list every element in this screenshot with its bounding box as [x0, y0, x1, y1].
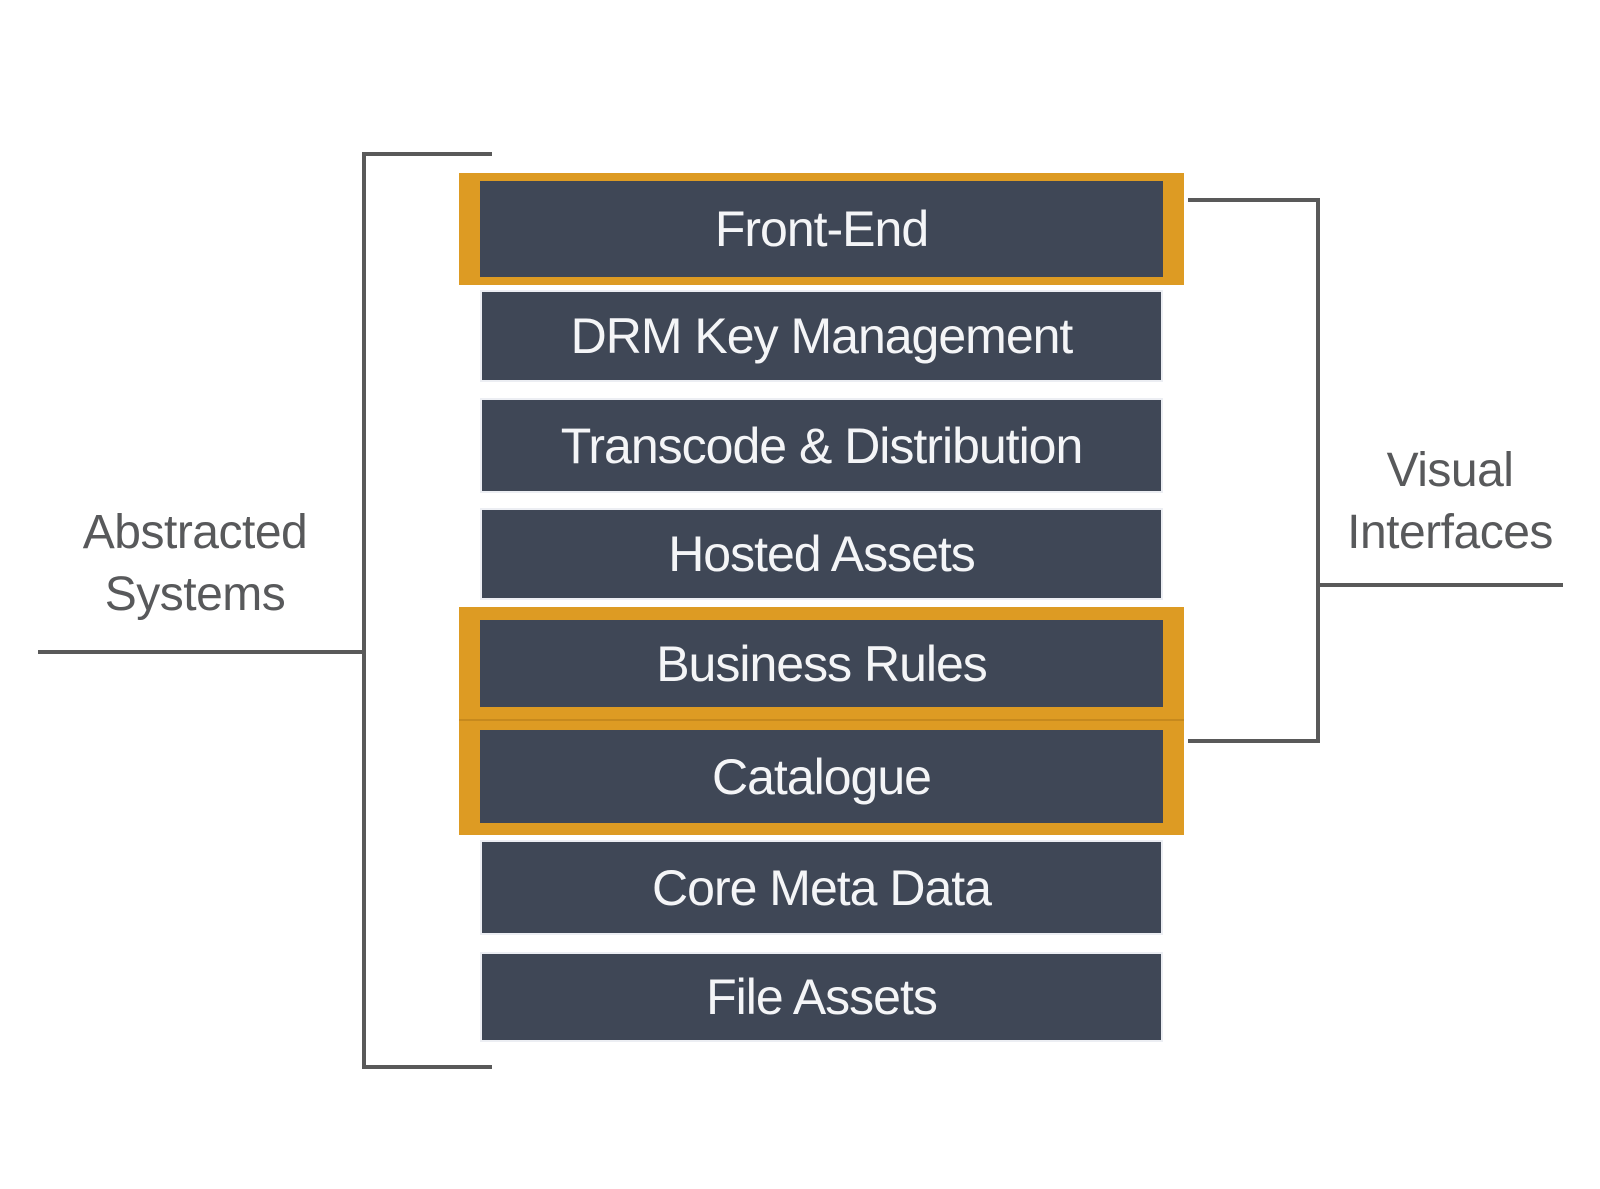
- abstracted-systems-label-line2: Systems: [104, 568, 286, 621]
- visual-interfaces-bracket: [1188, 198, 1320, 743]
- highlight-frame-business-rules: Business Rules: [459, 607, 1184, 719]
- stack-box-core-meta-data-label: Core Meta Data: [652, 859, 992, 916]
- visual-interfaces-label: Visual Interfaces: [1330, 440, 1570, 564]
- stack-box-catalogue-label: Catalogue: [712, 748, 932, 805]
- visual-interfaces-underline: [1320, 583, 1563, 587]
- stack-box-file-assets: File Assets: [480, 952, 1163, 1042]
- highlight-frame-front-end: Front-End: [459, 173, 1184, 285]
- abstracted-systems-label: Abstracted Systems: [30, 502, 360, 626]
- stack-box-drm-key-management-label: DRM Key Management: [570, 308, 1074, 364]
- stack-box-hosted-assets: Hosted Assets: [480, 508, 1163, 600]
- stack-box-catalogue: Catalogue: [480, 730, 1163, 823]
- highlight-frame-catalogue: Catalogue: [459, 719, 1184, 835]
- stack-box-business-rules-label: Business Rules: [656, 635, 988, 692]
- stack-box-business-rules: Business Rules: [480, 620, 1163, 707]
- abstracted-systems-bracket: [362, 152, 492, 1069]
- highlight-frame-seam: [459, 719, 1184, 721]
- visual-interfaces-label-line1: Visual: [1386, 444, 1514, 497]
- stack-box-drm-key-management: DRM Key Management: [480, 290, 1163, 382]
- stack-box-hosted-assets-label: Hosted Assets: [668, 526, 976, 582]
- stack-box-transcode-distribution: Transcode & Distribution: [480, 398, 1163, 493]
- visual-interfaces-label-line2: Interfaces: [1347, 506, 1553, 559]
- stack-box-core-meta-data: Core Meta Data: [480, 840, 1163, 935]
- stack-box-file-assets-label: File Assets: [706, 969, 938, 1025]
- abstracted-systems-label-line1: Abstracted: [82, 506, 308, 559]
- stack-box-front-end-label: Front-End: [714, 201, 929, 257]
- abstracted-systems-underline: [38, 650, 366, 654]
- stack-box-front-end: Front-End: [480, 181, 1163, 277]
- stack-box-transcode-distribution-label: Transcode & Distribution: [560, 417, 1084, 474]
